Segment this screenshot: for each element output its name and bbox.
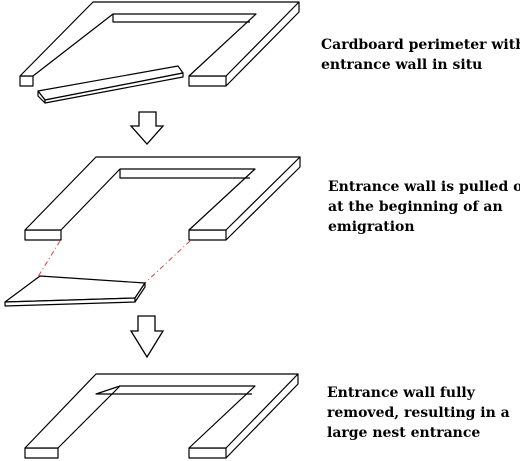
caption-line: Entrance wall fully bbox=[327, 385, 475, 401]
cardboard-perimeter bbox=[24, 156, 301, 241]
down-arrow-1 bbox=[129, 111, 165, 145]
caption-line: removed, resulting in a bbox=[327, 405, 510, 421]
caption-stage-2: Entrance wall is pulled out at the begin… bbox=[328, 177, 520, 237]
caption-line: entrance wall in situ bbox=[321, 57, 483, 73]
entrance-wall bbox=[37, 65, 184, 104]
caption-stage-3: Entrance wall fully removed, resulting i… bbox=[327, 383, 510, 443]
pull-out-guide-lines bbox=[35, 240, 191, 284]
caption-line: Cardboard perimeter with bbox=[321, 37, 520, 53]
cardboard-perimeter bbox=[19, 1, 300, 87]
down-arrow-2 bbox=[129, 315, 165, 359]
cardboard-perimeter bbox=[24, 373, 299, 459]
stage-3-illustration bbox=[24, 373, 299, 459]
caption-line: at the beginning of an bbox=[328, 199, 503, 215]
stage-2-illustration bbox=[4, 156, 301, 307]
entrance-wall-pulled-out bbox=[4, 275, 146, 307]
stage-1-illustration bbox=[19, 1, 300, 104]
caption-stage-1: Cardboard perimeter with entrance wall i… bbox=[321, 35, 520, 75]
caption-line: large nest entrance bbox=[327, 425, 481, 441]
caption-line: emigration bbox=[328, 219, 415, 235]
caption-line: Entrance wall is pulled out bbox=[328, 179, 520, 195]
